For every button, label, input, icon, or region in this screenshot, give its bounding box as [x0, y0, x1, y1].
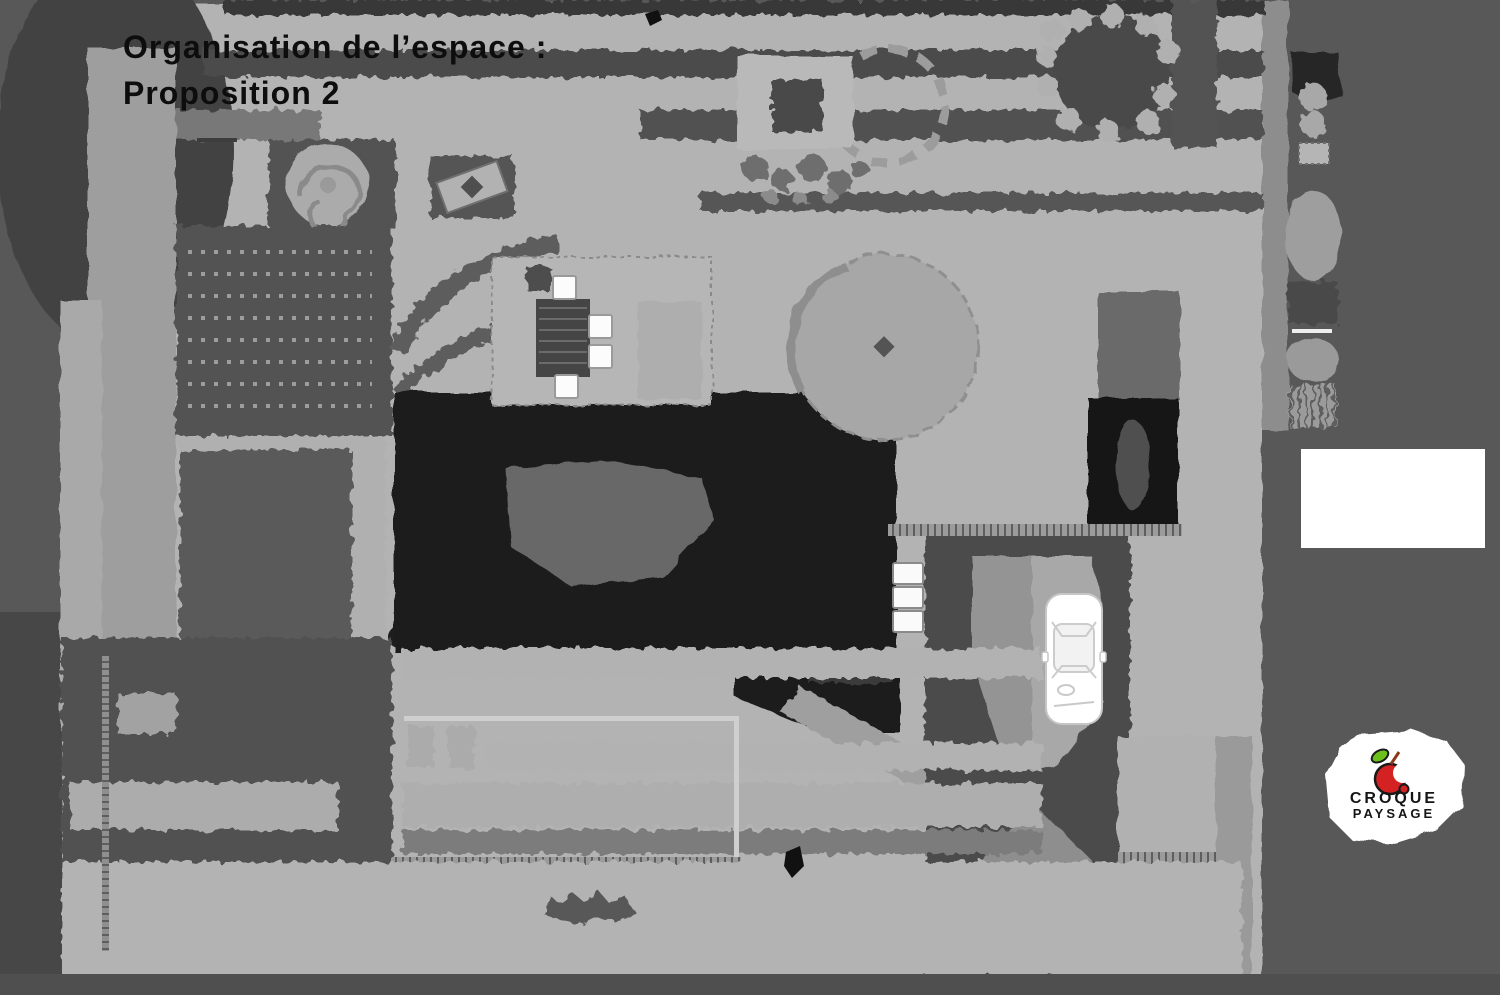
bitten-apple-icon [1370, 748, 1413, 796]
garden-chair-icon [552, 275, 577, 300]
garden-table-icon [536, 299, 590, 377]
dashed-path-circle [826, 44, 950, 168]
fence-line-vertical [734, 716, 739, 866]
logo-wordmark: CROQUE PAYSAGE [1330, 791, 1458, 821]
hedge-band-middle [640, 110, 1263, 140]
large-tree-trunk [873, 336, 895, 358]
white-panel [1301, 449, 1485, 548]
garden-chair-icon [588, 344, 613, 369]
strip-dark-zone [1288, 282, 1338, 324]
storage-bin-icon [892, 562, 924, 585]
potager-center-planting [772, 79, 822, 132]
shrub-mass-above-gate [1098, 292, 1180, 400]
row-planting-bed [176, 226, 392, 436]
page-title: Organisation de l’espace : Proposition 2 [123, 24, 547, 116]
storage-bins [892, 562, 924, 633]
shrub-band-3 [402, 783, 1042, 827]
hedge-band-bottom [402, 830, 1042, 854]
bottom-border-strip [0, 974, 1500, 995]
fence-line-top [404, 716, 738, 721]
logo-name-line-1: CROQUE [1349, 790, 1439, 807]
hedge-band-lower [700, 193, 1263, 211]
bottom-left-fence [102, 656, 109, 951]
fence-line-hatched [105, 857, 741, 865]
car-top-view-icon [1041, 593, 1107, 725]
tree-center [320, 177, 336, 193]
large-tree-branch-arc [786, 261, 848, 395]
shrub-band-1 [402, 648, 1042, 678]
shrub-cluster-bottom [545, 890, 635, 924]
garden-chair-icon [588, 314, 613, 339]
strip-shrub-1 [1299, 83, 1327, 111]
tree-swirl [297, 163, 363, 235]
vegetable-bed-border [178, 436, 368, 451]
logo-name-line-2: PAYSAGE [1352, 806, 1436, 821]
garden-chair-icon [554, 374, 579, 399]
garden-chairs [552, 275, 613, 399]
stepping-pads [408, 726, 474, 768]
storage-bin-icon [892, 586, 924, 609]
shrub-band-2 [488, 743, 1042, 771]
planter-pot [527, 267, 551, 291]
title-underline-mark [197, 138, 237, 142]
gate-opening [1116, 420, 1150, 510]
right-planting-strip [1285, 52, 1341, 428]
strip-planter-box [1298, 142, 1330, 165]
right-access-strip [1262, 0, 1288, 430]
bottom-left-pad [118, 694, 176, 734]
strip-white-line [1292, 329, 1332, 333]
bottom-lawn-band [62, 862, 1242, 976]
hedge-vertical-top-right [1172, 0, 1217, 148]
plant-rows [188, 250, 372, 408]
step-landing [638, 302, 702, 399]
outer-margin-bottom-left [0, 612, 62, 995]
shrub-dots-top-right [1036, 4, 1180, 142]
strip-mass-2 [1287, 338, 1339, 382]
title-line-1: Organisation de l’espace : [123, 29, 548, 65]
bottom-left-light-band [70, 782, 338, 830]
strip-shrub-2 [1300, 111, 1326, 137]
top-border-hedge [225, 0, 1265, 15]
courtyard-blob [505, 460, 714, 587]
bird-marks [645, 10, 804, 878]
strip-large-mass [1285, 190, 1341, 280]
strip-hatched-bed [1290, 384, 1336, 428]
curved-hedge-outer [389, 234, 560, 356]
boundary-wall-hatched [888, 524, 1182, 536]
shrub-cluster-below-potager [742, 154, 869, 206]
title-line-2: Proposition 2 [123, 75, 341, 111]
tree-bed-top-right [1054, 14, 1170, 130]
storage-bin-icon [892, 610, 924, 633]
